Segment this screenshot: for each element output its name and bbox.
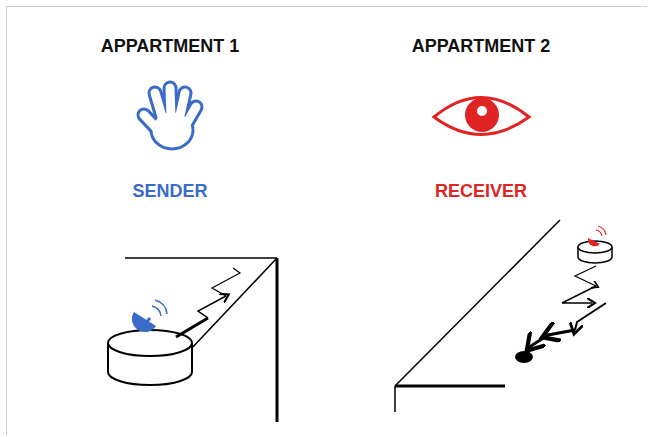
receiver-dish — [588, 226, 606, 246]
wire-right — [527, 266, 606, 354]
role-label: RECEIVER — [361, 181, 601, 202]
receiver-endpoint — [515, 351, 533, 363]
role-label: SENDER — [50, 181, 290, 202]
apartment-heading: APPARTMENT 1 — [50, 36, 290, 57]
hand-icon — [144, 88, 196, 143]
apartment-heading: APPARTMENT 2 — [361, 36, 601, 57]
sender-device — [108, 330, 192, 385]
frame — [6, 6, 647, 435]
eye-icon — [434, 98, 529, 135]
sender-dish — [132, 300, 167, 332]
wire-left — [176, 268, 240, 337]
room-corner-right — [395, 220, 560, 412]
